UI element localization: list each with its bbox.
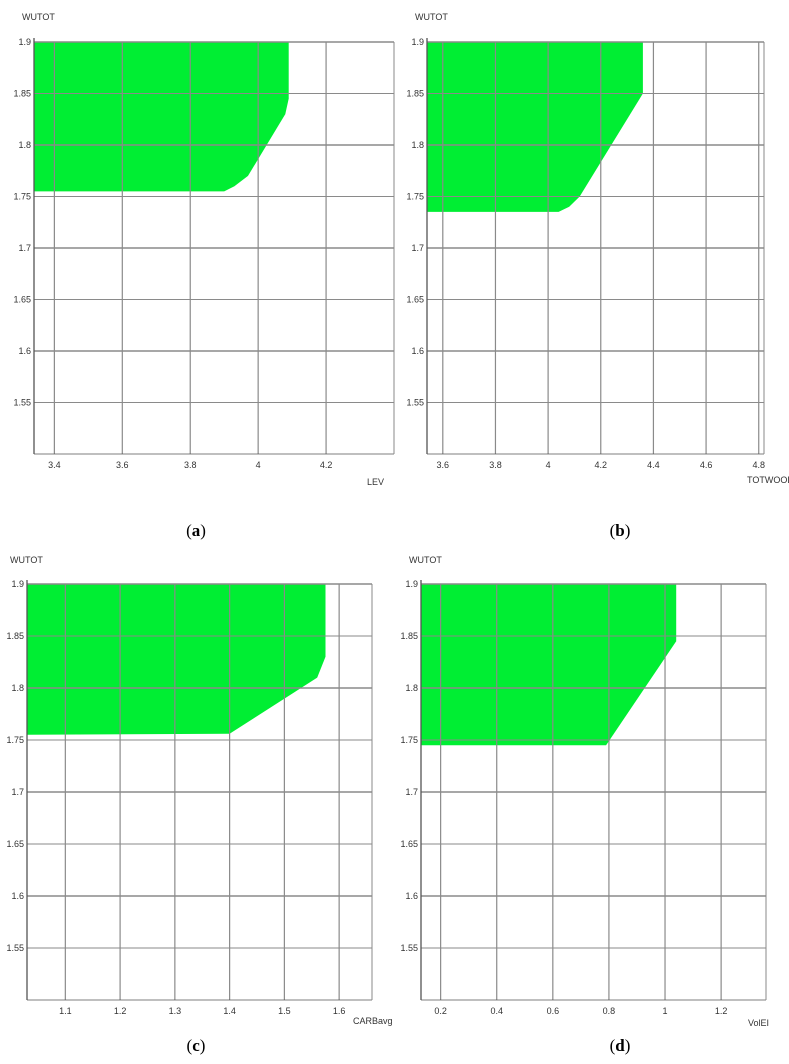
x-tick-label: 1.5 bbox=[278, 1006, 291, 1016]
panel-caption: (d) bbox=[610, 1036, 631, 1055]
y-tick-label: 1.9 bbox=[405, 579, 418, 589]
y-tick-label: 1.65 bbox=[400, 839, 418, 849]
y-tick-label: 1.7 bbox=[11, 787, 24, 797]
x-tick-label: 3.8 bbox=[184, 460, 197, 470]
y-axis-title: WUTOT bbox=[22, 12, 55, 22]
y-tick-label: 1.8 bbox=[11, 683, 24, 693]
x-tick-label: 4.8 bbox=[752, 460, 765, 470]
y-tick-label: 1.6 bbox=[411, 346, 424, 356]
y-axis-title: WUTOT bbox=[409, 555, 442, 565]
y-tick-label: 1.85 bbox=[13, 89, 31, 99]
y-tick-label: 1.8 bbox=[405, 683, 418, 693]
y-tick-label: 1.65 bbox=[13, 295, 31, 305]
y-tick-label: 1.6 bbox=[11, 891, 24, 901]
x-tick-label: 1.2 bbox=[114, 1006, 127, 1016]
y-axis-title: WUTOT bbox=[10, 555, 43, 565]
chart-panel-a: 1.9 1.85 1.8 1.75 1.7 1.65 1.6 1.55 3.4 3.6 3.8 4 4.… bbox=[13, 12, 395, 540]
y-tick-label: 1.55 bbox=[6, 943, 24, 953]
x-tick-label: 1.6 bbox=[333, 1006, 346, 1016]
x-tick-label: 4.6 bbox=[700, 460, 713, 470]
y-tick-label: 1.85 bbox=[400, 631, 418, 641]
chart-panel-d: 1.9 1.85 1.8 1.75 1.7 1.65 1.6 1.55 0.2 0.4 0.6 0.8… bbox=[400, 555, 769, 1055]
x-tick-label: 3.4 bbox=[48, 460, 61, 470]
y-tick-label: 1.65 bbox=[6, 839, 24, 849]
x-tick-label: 4.4 bbox=[647, 460, 660, 470]
y-tick-label: 1.9 bbox=[18, 37, 31, 47]
y-tick-label: 1.55 bbox=[13, 398, 31, 408]
x-tick-label: 1.1 bbox=[59, 1006, 72, 1016]
y-tick-label: 1.65 bbox=[406, 295, 424, 305]
panel-caption: (b) bbox=[610, 521, 631, 540]
y-tick-label: 1.75 bbox=[400, 735, 418, 745]
x-tick-label: 4.2 bbox=[595, 460, 608, 470]
x-tick-label: 0.8 bbox=[603, 1006, 616, 1016]
x-tick-label: 4.2 bbox=[320, 460, 333, 470]
feasible-region bbox=[27, 584, 326, 735]
x-axis-title: LEV bbox=[367, 477, 384, 487]
y-tick-label: 1.8 bbox=[411, 140, 424, 150]
y-tick-label: 1.55 bbox=[400, 943, 418, 953]
x-tick-label: 1.3 bbox=[169, 1006, 182, 1016]
y-tick-label: 1.7 bbox=[18, 243, 31, 253]
y-tick-label: 1.85 bbox=[6, 631, 24, 641]
y-tick-label: 1.85 bbox=[406, 89, 424, 99]
y-tick-label: 1.9 bbox=[11, 579, 24, 589]
x-tick-label: 4 bbox=[546, 460, 551, 470]
feasible-region bbox=[34, 42, 289, 192]
x-axis-title: TOTWOOD bbox=[747, 475, 789, 485]
x-axis-title: VolEI bbox=[748, 1018, 769, 1028]
y-tick-label: 1.55 bbox=[406, 398, 424, 408]
x-tick-label: 1.4 bbox=[223, 1006, 236, 1016]
x-tick-label: 3.6 bbox=[116, 460, 129, 470]
panel-caption: (c) bbox=[187, 1036, 206, 1055]
y-tick-label: 1.75 bbox=[13, 192, 31, 202]
y-tick-label: 1.7 bbox=[411, 243, 424, 253]
y-tick-label: 1.9 bbox=[411, 37, 424, 47]
x-tick-label: 1 bbox=[663, 1006, 668, 1016]
x-tick-label: 3.8 bbox=[489, 460, 502, 470]
y-tick-label: 1.7 bbox=[405, 787, 418, 797]
y-axis-title: WUTOT bbox=[415, 12, 448, 22]
y-tick-label: 1.6 bbox=[405, 891, 418, 901]
x-axis-title: CARBavg bbox=[353, 1016, 393, 1026]
x-tick-label: 0.6 bbox=[547, 1006, 560, 1016]
feasible-region bbox=[421, 584, 677, 746]
x-tick-label: 0.2 bbox=[434, 1006, 447, 1016]
feasible-region bbox=[427, 42, 643, 212]
x-tick-label: 3.6 bbox=[437, 460, 450, 470]
chart-panel-b: 1.9 1.85 1.8 1.75 1.7 1.65 1.6 1.55 3.6 3.8 4 4.2 4.… bbox=[406, 12, 789, 540]
y-tick-label: 1.75 bbox=[6, 735, 24, 745]
x-tick-label: 4 bbox=[256, 460, 261, 470]
y-tick-label: 1.75 bbox=[406, 192, 424, 202]
x-tick-label: 0.4 bbox=[490, 1006, 503, 1016]
x-tick-label: 1.2 bbox=[715, 1006, 728, 1016]
y-tick-label: 1.8 bbox=[18, 140, 31, 150]
y-tick-label: 1.6 bbox=[18, 346, 31, 356]
chart-panel-c: 1.9 1.85 1.8 1.75 1.7 1.65 1.6 1.55 1.1 1.2 1.3 1.4… bbox=[6, 555, 392, 1055]
panel-caption: (a) bbox=[186, 521, 206, 540]
